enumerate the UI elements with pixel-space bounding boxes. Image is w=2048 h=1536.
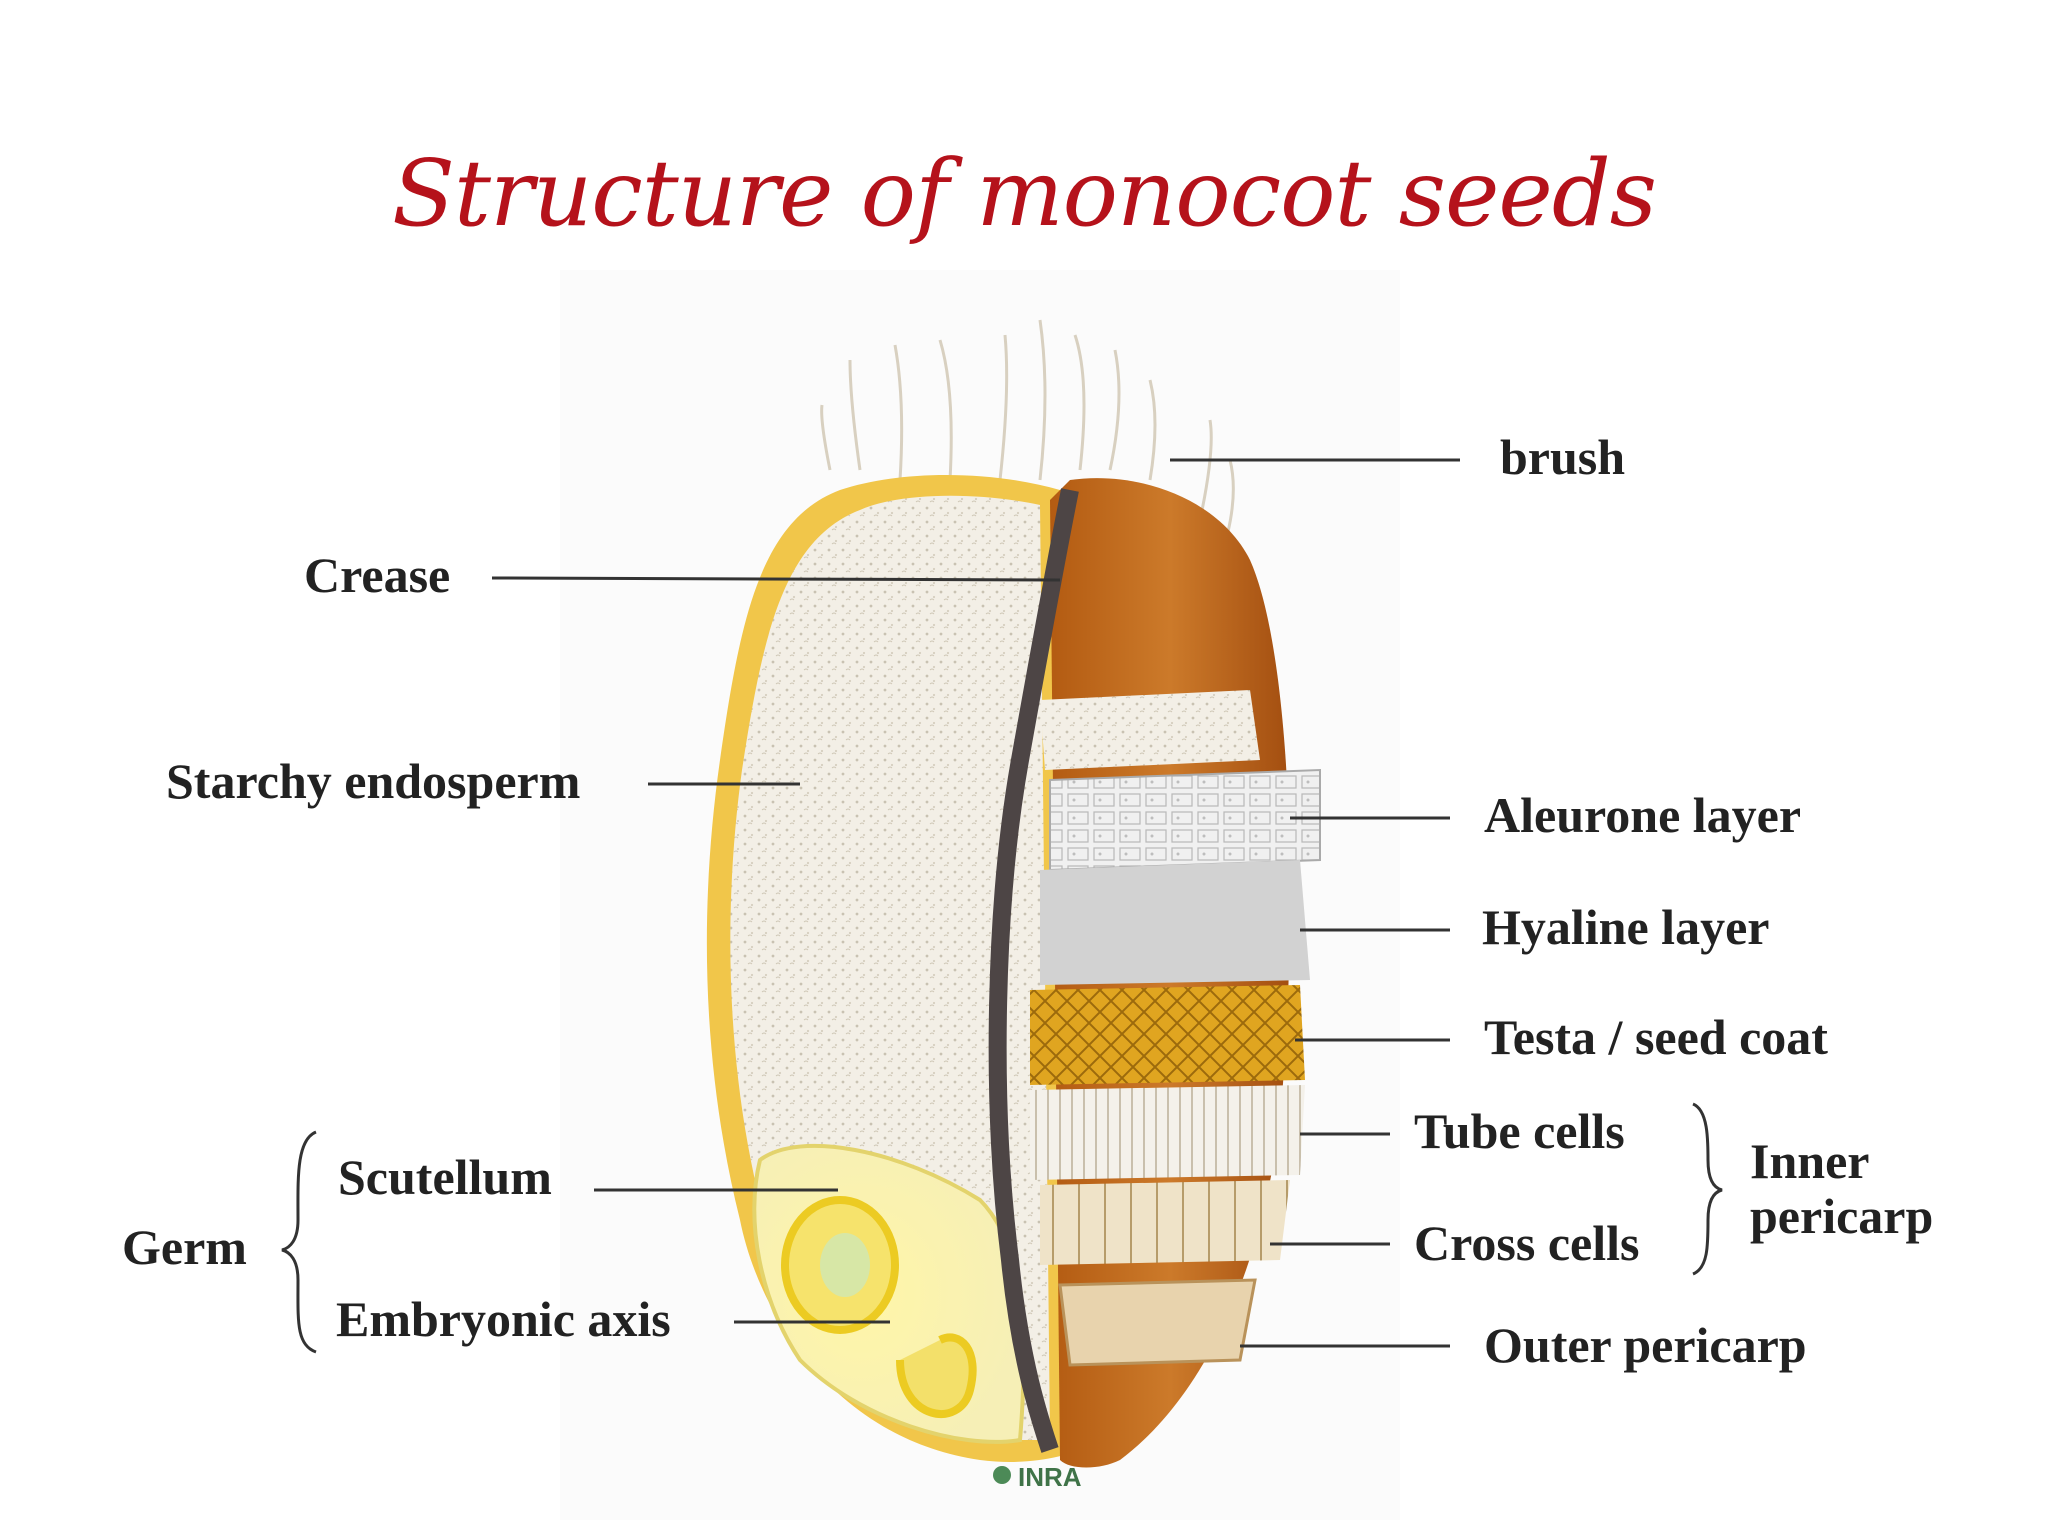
page-title: Structure of monocot seeds — [392, 140, 1657, 247]
label-inner-pericarp-line1: Inner — [1750, 1133, 1870, 1189]
inner-pericarp-brace — [1692, 1102, 1723, 1276]
radicle-region — [896, 1333, 977, 1418]
label-embryonic-axis: Embryonic axis — [336, 1291, 671, 1347]
label-aleurone-layer: Aleurone layer — [1484, 787, 1802, 843]
leader-lines — [491, 458, 1460, 1348]
label-testa: Testa / seed coat — [1484, 1009, 1828, 1065]
label-inner-pericarp: Inner pericarp — [1750, 1134, 1933, 1244]
label-outer-pericarp: Outer pericarp — [1484, 1317, 1807, 1373]
label-hyaline-layer: Hyaline layer — [1482, 899, 1770, 955]
label-scutellum: Scutellum — [338, 1149, 552, 1205]
inra-logo: INRA — [993, 1462, 1082, 1492]
label-brush: brush — [1500, 429, 1626, 485]
embryonic-axis-region — [820, 1233, 870, 1297]
label-germ: Germ — [122, 1219, 247, 1275]
crease-channel — [988, 488, 1079, 1453]
label-crease: Crease — [304, 547, 451, 603]
svg-text:INRA: INRA — [1018, 1462, 1082, 1492]
germ-brace — [281, 1130, 317, 1354]
brush-hairs — [820, 319, 1235, 561]
label-starchy-endosperm: Starchy endosperm — [166, 753, 581, 809]
layer-slabs — [1030, 690, 1321, 1367]
label-cross-cells: Cross cells — [1414, 1215, 1640, 1271]
label-inner-pericarp-line2: pericarp — [1750, 1188, 1934, 1244]
label-tube-cells: Tube cells — [1414, 1103, 1625, 1159]
